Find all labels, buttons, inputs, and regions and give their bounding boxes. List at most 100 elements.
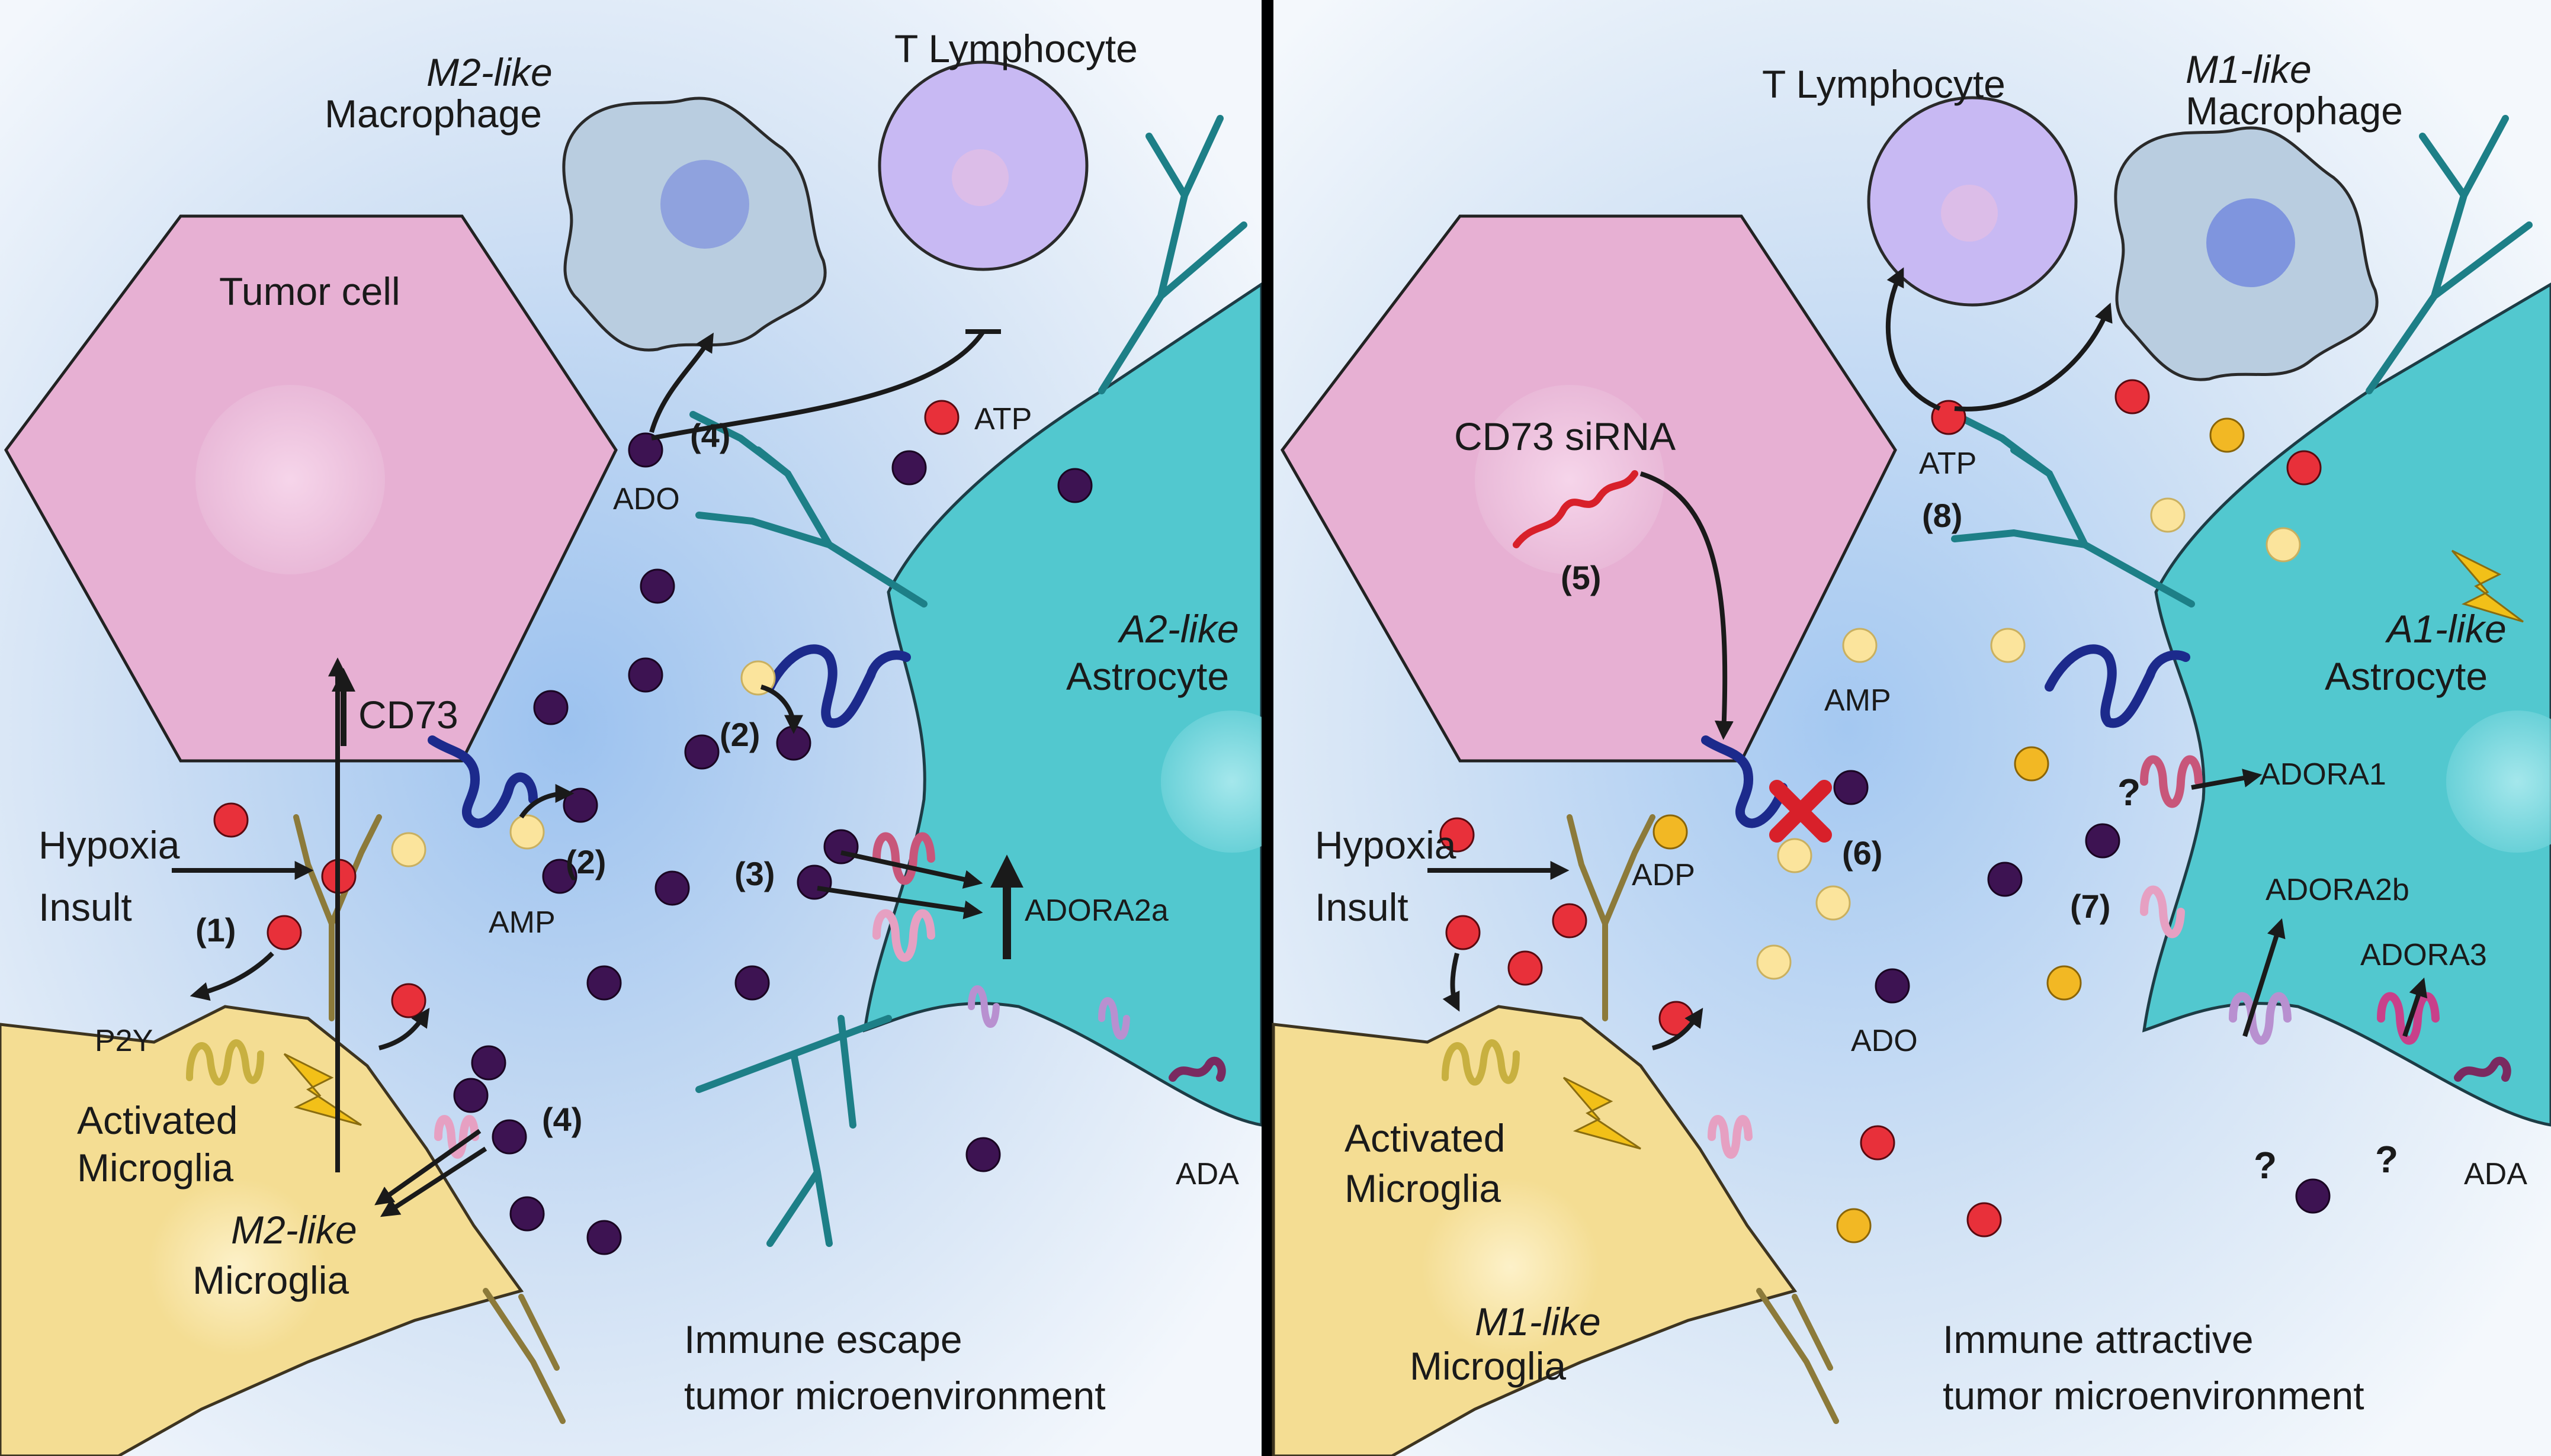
lightning-icon-astro bbox=[2451, 549, 2524, 623]
astrocyte-process-lower bbox=[695, 1015, 892, 1247]
microglia-receptor bbox=[434, 1115, 479, 1159]
t-lymphocyte-label-r: T Lymphocyte bbox=[1762, 62, 2005, 106]
astrocyte-process-top-r bbox=[2366, 115, 2533, 394]
tumor-nucleus-r bbox=[1475, 385, 1664, 574]
ada-enzyme-r bbox=[2454, 1056, 2511, 1082]
a1-astrocyte-label: Astrocyte bbox=[2325, 654, 2488, 698]
step-2b: (2) bbox=[566, 843, 606, 880]
ado-molecules-r bbox=[1833, 770, 2331, 1214]
lymphocyte-nucleus bbox=[952, 149, 1009, 206]
microglia-nucleus bbox=[148, 1178, 326, 1356]
astrocyte-nucleus-r bbox=[2446, 711, 2551, 853]
p2y-label: P2Y bbox=[95, 1024, 153, 1058]
cd73-label: CD73 bbox=[358, 693, 458, 737]
microglia-receptor-r bbox=[1708, 1115, 1753, 1159]
ada-label: ADA bbox=[1176, 1157, 1239, 1191]
microglia-process-r bbox=[1567, 814, 1839, 1424]
m1-microglia-label: Microglia bbox=[1410, 1344, 1566, 1388]
hypoxia-label-r: Hypoxia bbox=[1315, 823, 1456, 867]
adora-receptor-lower bbox=[968, 985, 1130, 1040]
astrocyte-process-upper bbox=[689, 411, 928, 608]
adora3-label: ADORA3 bbox=[2360, 938, 2487, 972]
adora2a-label: ADORA2a bbox=[1025, 893, 1169, 928]
p2y-receptor-r bbox=[1442, 1039, 1520, 1086]
step-3: (3) bbox=[734, 855, 775, 892]
cd73-receptor-r bbox=[1701, 735, 1788, 828]
amp-label: AMP bbox=[489, 905, 556, 940]
tumor-nucleus bbox=[195, 385, 385, 574]
step-2a: (2) bbox=[720, 716, 760, 753]
panel-divider bbox=[1262, 0, 1273, 1456]
tumor-cell-label: Tumor cell bbox=[219, 269, 400, 313]
insult-label-r: Insult bbox=[1315, 885, 1408, 929]
adp-molecules bbox=[1652, 417, 2245, 1243]
astrocyte-process-upper-r bbox=[1951, 411, 2195, 608]
amp-label-r: AMP bbox=[1824, 683, 1891, 718]
a1-astrocyte-italic: A1-like bbox=[2385, 607, 2507, 651]
m2-macrophage-italic: M2-like bbox=[426, 50, 553, 94]
left-panel: M2-like Macrophage T Lymphocyte Tumor ce… bbox=[0, 0, 1303, 1456]
right-caption-line1: Immune attractive bbox=[1943, 1317, 2254, 1361]
a2-astrocyte-italic: A2-like bbox=[1117, 607, 1239, 651]
step-7: (7) bbox=[2070, 888, 2110, 925]
t-lymphocyte-label: T Lymphocyte bbox=[894, 27, 1138, 70]
m1-macrophage-italic: M1-like bbox=[2186, 47, 2312, 91]
step-6: (6) bbox=[1842, 834, 1882, 872]
amp-molecules-r bbox=[1756, 497, 2301, 980]
macrophage-nucleus bbox=[660, 160, 749, 249]
right-arrows bbox=[1427, 267, 2428, 1050]
m1-microglia-italic: M1-like bbox=[1475, 1300, 1601, 1343]
step-8: (8) bbox=[1922, 497, 1962, 534]
activated-microglia-line1: Activated bbox=[77, 1098, 238, 1142]
question-adora1: ? bbox=[2117, 771, 2141, 814]
left-caption-line1: Immune escape bbox=[684, 1317, 962, 1361]
lightning-icon-r bbox=[1562, 1076, 1641, 1150]
m2-microglia-label: Microglia bbox=[192, 1258, 349, 1302]
activated-microglia-line2: Microglia bbox=[77, 1146, 233, 1190]
step-4a: (4) bbox=[690, 417, 730, 454]
adora-receptor-r bbox=[2140, 885, 2185, 938]
sirna-strand bbox=[1513, 470, 1638, 548]
m2-microglia-italic: M2-like bbox=[231, 1208, 357, 1252]
insult-label: Insult bbox=[38, 885, 132, 929]
right-caption-line2: tumor microenvironment bbox=[1943, 1374, 2364, 1418]
m2-macrophage-label: Macrophage bbox=[325, 92, 542, 136]
atp-label-r: ATP bbox=[1919, 446, 1976, 481]
a2-astrocyte-label: Astrocyte bbox=[1066, 654, 1229, 698]
adora1-receptor bbox=[2140, 755, 2203, 808]
macrophage-nucleus-r bbox=[2206, 198, 2295, 287]
cd73-receptor-astro-r bbox=[2045, 644, 2190, 728]
ado-molecules bbox=[453, 432, 1093, 1255]
adora2b-receptor bbox=[2229, 992, 2292, 1045]
microglia-nucleus-r bbox=[1421, 1178, 1599, 1356]
ada-enzyme bbox=[1169, 1056, 1226, 1082]
adora2a-receptor bbox=[872, 832, 935, 885]
step-5: (5) bbox=[1561, 559, 1601, 596]
question-adora3: ? bbox=[2375, 1138, 2398, 1181]
cd73-receptor bbox=[428, 735, 538, 828]
left-caption-line2: tumor microenvironment bbox=[684, 1374, 1106, 1418]
lightning-icon bbox=[283, 1053, 362, 1126]
activated-microglia-line1-r: Activated bbox=[1345, 1116, 1505, 1160]
adora2b-label: ADORA2b bbox=[2266, 873, 2409, 907]
adora1-label: ADORA1 bbox=[2260, 757, 2386, 792]
cd73-receptor-right bbox=[765, 644, 911, 728]
adora2a-receptor-2 bbox=[872, 909, 935, 962]
ado-label: ADO bbox=[613, 482, 680, 516]
ado-label-r: ADO bbox=[1851, 1024, 1918, 1058]
right-panel: T Lymphocyte M1-like Macrophage CD73 siR… bbox=[1272, 0, 2551, 1456]
astrocyte-process-top bbox=[1098, 115, 1247, 394]
ada-label-r: ADA bbox=[2464, 1157, 2527, 1191]
sirna-label: CD73 siRNA bbox=[1454, 414, 1676, 458]
block-x-icon bbox=[1769, 780, 1832, 843]
activated-microglia-line2-r: Microglia bbox=[1345, 1166, 1501, 1210]
adp-label: ADP bbox=[1632, 858, 1695, 892]
hypoxia-label: Hypoxia bbox=[38, 823, 180, 867]
atp-label: ATP bbox=[974, 402, 1032, 436]
step-4b: (4) bbox=[542, 1101, 582, 1138]
p2y-receptor bbox=[186, 1039, 264, 1086]
question-adora2b: ? bbox=[2254, 1144, 2277, 1187]
left-arrows bbox=[172, 329, 1001, 1217]
